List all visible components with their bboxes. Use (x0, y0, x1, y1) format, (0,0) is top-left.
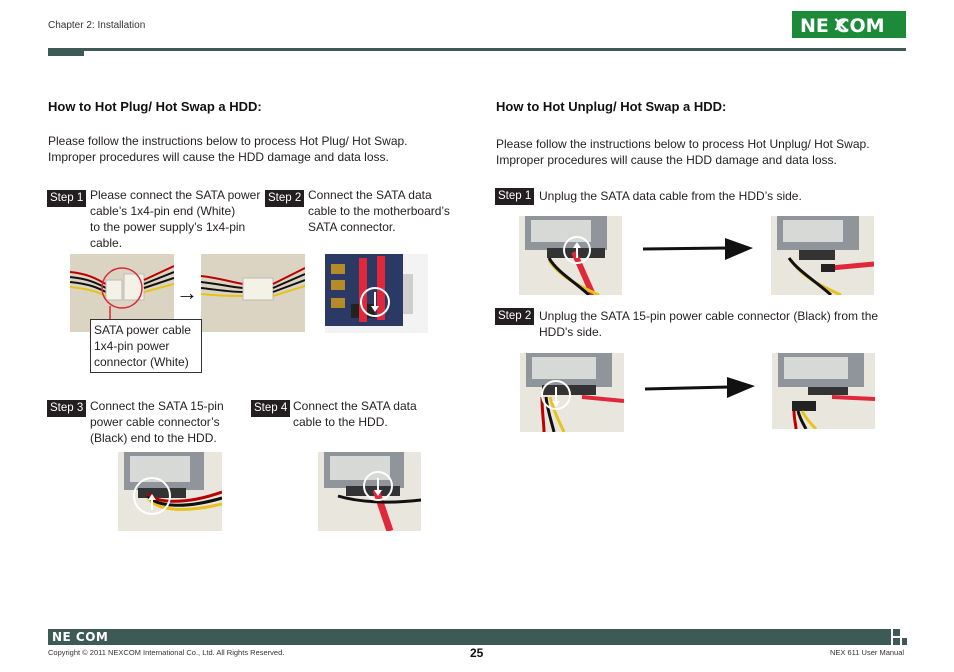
caption-line: 1x4-pin power (94, 339, 170, 353)
step1-line: to the power supply’s 1x4-pin (90, 220, 246, 234)
footer-logo: NE COM (52, 630, 108, 644)
step4-line: cable to the HDD. (293, 415, 388, 429)
photo-hdd-data-unplugged (771, 216, 874, 295)
hot-unplug-intro-1: Please follow the instructions below to … (496, 137, 870, 151)
step3-line: (Black) end to the HDD. (90, 431, 217, 445)
unplug-step2-line: HDD's side. (539, 325, 602, 339)
step3-badge: Step 3 (47, 400, 87, 417)
step3-text: Connect the SATA 15-pin power cable conn… (90, 398, 250, 446)
long-arrow-right-icon (645, 377, 755, 398)
photo-hdd-power-connect (118, 452, 222, 531)
photo-hdd-power-unplugged (772, 353, 875, 429)
chapter-title: Chapter 2: Installation (48, 20, 146, 31)
step1-line: Please connect the SATA power (90, 188, 261, 202)
header-rule (48, 48, 906, 51)
sata-power-caption: SATA power cable 1x4-pin power connector… (90, 319, 202, 373)
logo-x-mark: ✕ (832, 13, 850, 37)
step3-line: Connect the SATA 15-pin (90, 399, 224, 413)
step1-badge: Step 1 (47, 190, 87, 207)
caption-line: connector (White) (94, 355, 189, 369)
long-arrow-right-icon (643, 238, 753, 260)
unplug-step1-badge: Step 1 (495, 188, 535, 205)
hot-plug-title: How to Hot Plug/ Hot Swap a HDD: (48, 99, 262, 114)
logo-ne: NE COM (800, 15, 885, 37)
step3-line: power cable connector’s (90, 415, 220, 429)
footer-square (893, 638, 900, 645)
header-tab (48, 48, 84, 56)
copyright-text: Copyright © 2011 NEXCOM International Co… (48, 648, 285, 657)
step2-line: Connect the SATA data (308, 188, 432, 202)
step4-badge: Step 4 (251, 400, 291, 417)
footer-square (902, 638, 907, 645)
step2-badge: Step 2 (265, 190, 305, 207)
caption-line: SATA power cable (94, 323, 191, 337)
nexcom-logo-mark: NE COM ✕ (800, 13, 885, 37)
step2-text: Connect the SATA data cable to the mothe… (308, 187, 468, 235)
unplug-step1-text: Unplug the SATA data cable from the HDD’… (539, 189, 802, 203)
hot-plug-intro-2: Improper procedures will cause the HDD d… (48, 150, 389, 164)
nexcom-logo: NE COM ✕ (792, 11, 906, 38)
footer-square (893, 629, 900, 636)
page-number: 25 (470, 646, 484, 660)
manual-title: NEX 611 User Manual (830, 648, 905, 657)
unplug-step2-text: Unplug the SATA 15-pin power cable conne… (539, 308, 907, 340)
step1-line: cable’s 1x4-pin end (White) (90, 204, 236, 218)
step4-text: Connect the SATA data cable to the HDD. (293, 398, 453, 430)
hot-unplug-title: How to Hot Unplug/ Hot Swap a HDD: (496, 99, 727, 114)
unplug-step2-line: Unplug the SATA 15-pin power cable conne… (539, 309, 879, 323)
step2-line: SATA connector. (308, 220, 396, 234)
hot-plug-intro-1: Please follow the instructions below to … (48, 134, 408, 148)
step1-line: cable. (90, 236, 123, 250)
footer-logo-text: NE COM (52, 630, 109, 644)
footer-bar (48, 629, 891, 645)
photo-motherboard-sata (325, 254, 428, 333)
photo-hdd-data-plugged (519, 216, 622, 295)
arrow-right-icon: → (176, 280, 198, 305)
step2-line: cable to the motherboard’s (308, 204, 450, 218)
photo-power-connector-plugged (201, 254, 305, 332)
photo-hdd-data-connect (318, 452, 421, 531)
step4-line: Connect the SATA data (293, 399, 417, 413)
step1-text: Please connect the SATA power cable’s 1x… (90, 187, 266, 251)
hot-unplug-intro-2: Improper procedures will cause the HDD d… (496, 153, 837, 167)
photo-hdd-power-plugged (520, 353, 624, 432)
unplug-step2-badge: Step 2 (495, 308, 535, 325)
